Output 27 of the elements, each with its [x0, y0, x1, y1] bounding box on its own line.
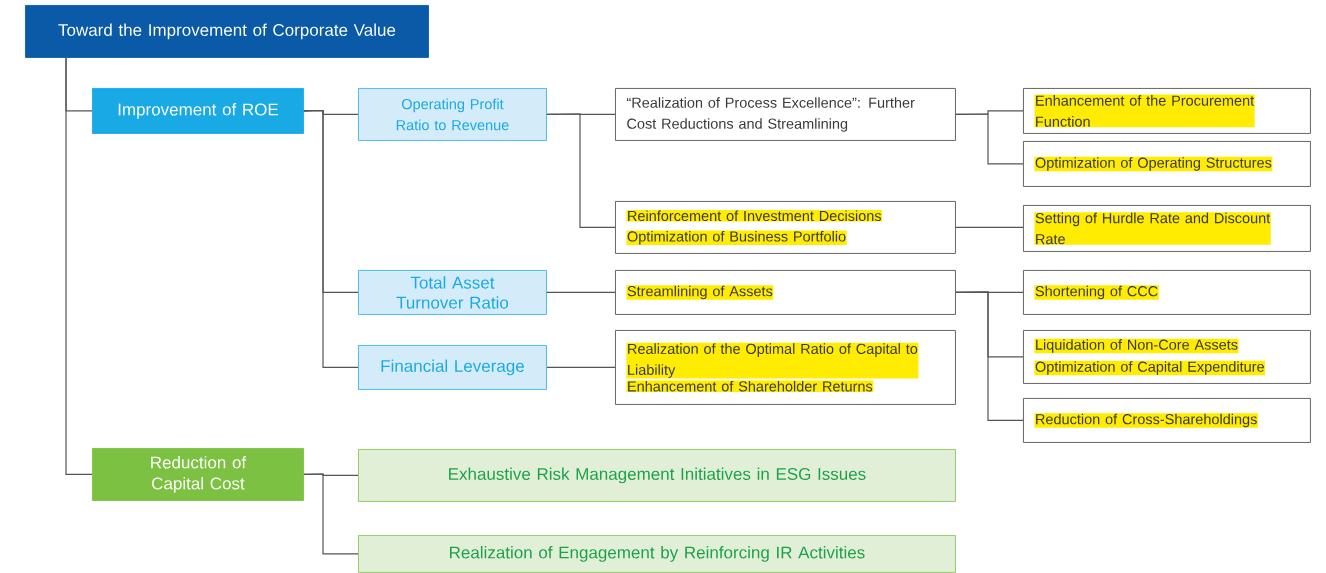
measure-box: Liquidation of Non-Core Assets Optimization of Capital Expenditure: [1023, 330, 1311, 384]
measure-box: Streamlining of Assets: [615, 270, 956, 315]
measure-box: Reduction of Cross-Shareholdings: [1023, 398, 1311, 443]
category-box: Reduction of Capital Cost: [92, 448, 304, 501]
connector-line: [303, 109, 359, 369]
measure-box: Optimization of Operating Structures: [1023, 141, 1311, 187]
measure-box: Shortening of CCC: [1023, 270, 1311, 315]
initiative-box: Realization of Engagement by Reinforcing IR Activities: [358, 535, 956, 573]
root-box: Toward the Improvement of Corporate Value: [25, 5, 429, 58]
factor-box: Operating Profit Ratio to Revenue: [358, 88, 547, 141]
connector-line: [546, 113, 616, 229]
connector-line: [546, 291, 616, 294]
measure-box: Setting of Hurdle Rate and Discount Rate: [1023, 205, 1311, 252]
measure-box: Reinforcement of Investment Decisions Optimization of Business Portfolio: [615, 201, 956, 254]
category-box: Improvement of ROE: [92, 88, 304, 134]
measure-box: Realization of the Optimal Ratio of Capital to Liability Enhancement of Shareholder Returns: [615, 330, 956, 405]
connector-line: [546, 366, 616, 369]
connector-line: [955, 291, 1024, 422]
connector-line: [303, 473, 359, 555]
initiative-box: Exhaustive Risk Management Initiatives in ESG Issues: [358, 449, 956, 502]
factor-box: Total Asset Turnover Ratio: [358, 270, 547, 315]
measure-box: “Realization of Process Excellence”: Further Cost Reductions and Streamlining: [615, 88, 956, 141]
connector-line: [65, 57, 93, 476]
factor-box: Financial Leverage: [358, 345, 547, 390]
connector-line: [955, 113, 1024, 165]
measure-box: Enhancement of the Procurement Function: [1023, 88, 1311, 134]
connector-line: [955, 226, 1024, 229]
